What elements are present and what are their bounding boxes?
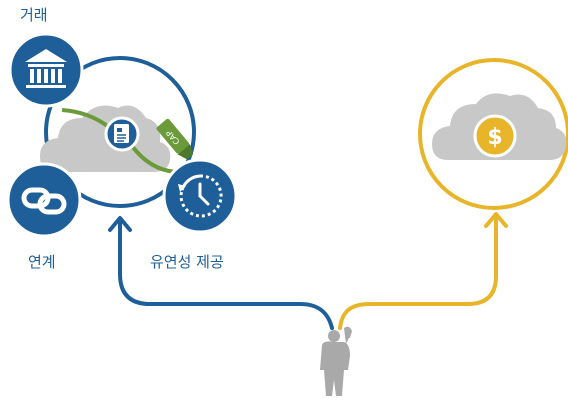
yellow-path (338, 216, 498, 330)
bank-icon (8, 32, 84, 108)
dollar-cloud-icon: $ (473, 114, 517, 158)
label-flexibility: 유연성 제공 (150, 253, 224, 271)
clock-refresh-icon (162, 158, 238, 234)
chain-link-icon (6, 162, 82, 238)
green-connector-upper (61, 108, 112, 130)
yellow-arrowhead (484, 212, 508, 228)
document-icon (104, 116, 140, 152)
person-icon (320, 326, 352, 396)
public-cloud-group: $ (418, 58, 568, 210)
highlighter-icon: CAP (156, 118, 194, 160)
blue-arrowhead (108, 216, 132, 232)
blue-path (118, 220, 334, 330)
private-cloud-group: CAP (40, 56, 196, 208)
dollar-sign: $ (487, 125, 502, 150)
label-trade: 거래 (20, 6, 48, 24)
label-linkage: 연계 (28, 253, 56, 271)
